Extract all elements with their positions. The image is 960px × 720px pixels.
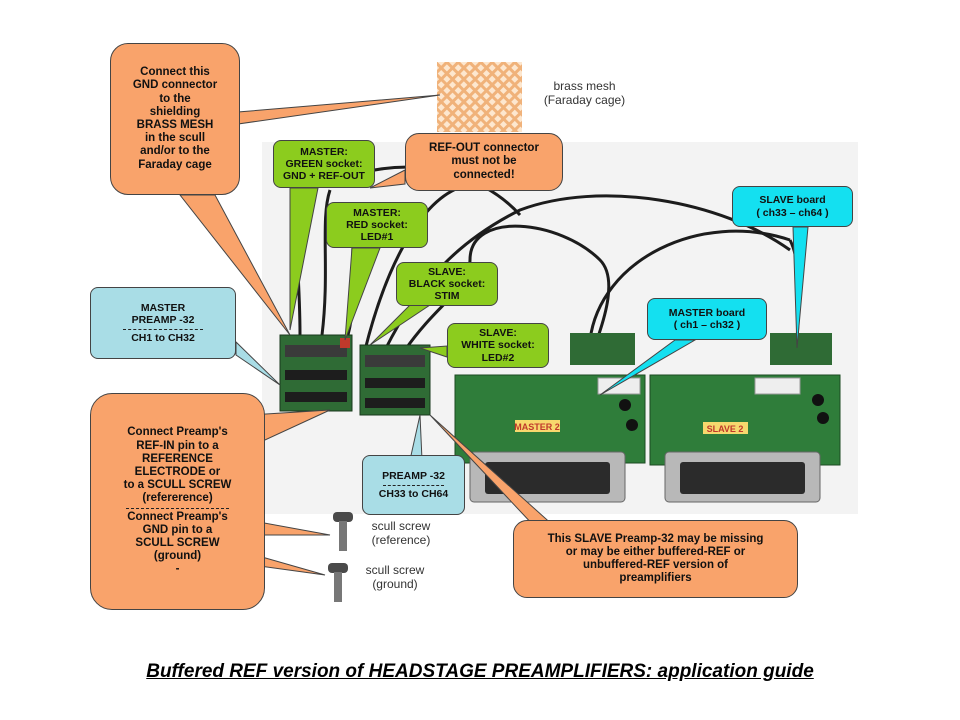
- master-board-label: MASTER 2: [514, 422, 560, 432]
- master-preamp-title: MASTER PREAMP -32: [131, 302, 195, 327]
- slave-board-label: SLAVE 2: [707, 424, 744, 434]
- master-preamp-channels: CH1 to CH32: [131, 331, 195, 344]
- callout-gnd-connector: Connect this GND connector to the shield…: [110, 43, 240, 195]
- divider: [383, 484, 444, 486]
- scull-screw-reference-icon: [333, 512, 353, 551]
- callout-slave-board: SLAVE board ( ch33 – ch64 ): [732, 186, 853, 227]
- callout-connect-ref-gnd: Connect Preamp's REF-IN pin to a REFEREN…: [90, 393, 265, 610]
- callout-ref-out-warning: REF-OUT connector must not be connected!: [405, 133, 563, 191]
- callout-slave-missing: This SLAVE Preamp-32 may be missing or m…: [513, 520, 798, 598]
- callout-master-board: MASTER board ( ch1 – ch32 ): [647, 298, 767, 340]
- divider: [123, 328, 203, 330]
- slave-preamp-channels: CH33 to CH64: [378, 487, 449, 500]
- callout-master-green-socket: MASTER: GREEN socket: GND + REF-OUT: [273, 140, 375, 188]
- slave-board: SLAVE 2: [649, 333, 841, 503]
- callout-slave-white-socket: SLAVE: WHITE socket: LED#2: [447, 323, 549, 368]
- callout-master-red-socket: MASTER: RED socket: LED#1: [326, 202, 428, 248]
- brass-mesh-label: brass mesh (Faraday cage): [543, 79, 626, 108]
- scull-screw-ground-label: scull screw (ground): [365, 563, 425, 592]
- callout-slave-preamp: PREAMP -32 CH33 to CH64: [362, 455, 465, 515]
- brass-mesh-image: [437, 62, 522, 132]
- callout-slave-black-socket: SLAVE: BLACK socket: STIM: [396, 262, 498, 306]
- caption-text: Buffered REF version of HEADSTAGE PREAMP…: [146, 661, 814, 682]
- master-board: MASTER 2: [454, 333, 646, 503]
- scull-screw-reference-label: scull screw (reference): [371, 519, 431, 548]
- scull-screw-ground-icon: [328, 563, 348, 602]
- slave-preamp-title: PREAMP -32: [382, 470, 445, 483]
- connect-gnd-text: Connect Preamp's GND pin to a SCULL SCRE…: [127, 510, 228, 576]
- divider: [125, 507, 230, 509]
- connect-ref-text: Connect Preamp's REF-IN pin to a REFEREN…: [123, 426, 232, 505]
- slave-preamp-connector: [359, 344, 431, 416]
- master-preamp-connector: [279, 334, 353, 412]
- page-caption: Buffered REF version of HEADSTAGE PREAMP…: [0, 661, 960, 683]
- callout-master-preamp: MASTER PREAMP -32 CH1 to CH32: [90, 287, 236, 359]
